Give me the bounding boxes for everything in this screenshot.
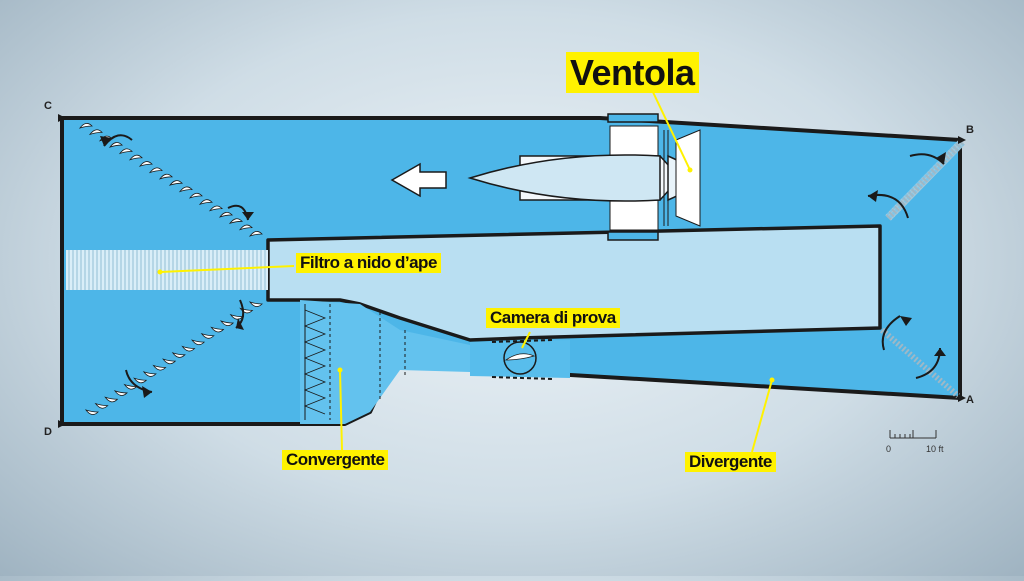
turning-vane [208, 205, 223, 212]
turning-vane [138, 161, 153, 167]
turning-vane [210, 326, 225, 333]
turning-vane [200, 332, 215, 339]
turning-vane [198, 199, 213, 206]
contraction-body [300, 300, 470, 424]
flow-arrowheads [100, 136, 946, 398]
turning-vane [162, 358, 177, 365]
turning-vane [84, 409, 99, 415]
turning-vane [104, 396, 119, 403]
flow-direction-arrow-icon [390, 162, 447, 198]
turning-vane [218, 212, 233, 218]
turning-vane [133, 377, 148, 384]
scale-start-label: 0 [886, 444, 892, 454]
corner-d-label: D [44, 426, 52, 438]
turning-vane [171, 352, 186, 358]
turning-vane [181, 345, 196, 352]
fan-nose-cone [467, 154, 661, 202]
turning-vane [94, 402, 109, 409]
corner-b-label: B [966, 124, 974, 136]
turning-vane [148, 167, 163, 174]
corner-a-label: A [966, 394, 974, 406]
screen-teeth [303, 309, 327, 415]
turning-vane [188, 192, 203, 199]
test-section-window [503, 341, 537, 375]
turning-vane [158, 173, 173, 180]
contraction-label: Convergente [282, 450, 389, 470]
honeycomb-label: Filtro a nido d’ape [296, 253, 441, 273]
scale-bar [889, 430, 937, 439]
scale-end-label: 10 ft [926, 444, 944, 454]
test-section-dashes [491, 339, 553, 380]
turning-vane [248, 231, 263, 237]
leader-dots [157, 167, 775, 383]
turning-vane [238, 224, 253, 231]
corner-markers [58, 114, 966, 428]
turning-vane [248, 301, 263, 307]
corner-c-label: C [44, 100, 52, 112]
fan-frame-top [607, 113, 659, 123]
turning-vane [78, 123, 93, 129]
turning-vane [152, 364, 167, 371]
honeycomb-filter [66, 250, 268, 290]
leader-lines [159, 89, 773, 453]
corner-b-vanes-line [885, 139, 965, 221]
corner-a-vanes-line [880, 327, 960, 399]
turning-vane [191, 339, 206, 346]
contraction-screens [304, 304, 406, 420]
airfoil-model-icon [504, 353, 536, 361]
turning-vane [168, 180, 183, 186]
fan-label: Ventola [566, 52, 699, 94]
turning-vane [219, 320, 235, 326]
test-section-label: Camera di prova [486, 308, 620, 328]
turning-vane [108, 142, 123, 148]
turning-vane [113, 390, 128, 396]
diffuser-label: Divergente [685, 452, 776, 472]
turning-vane [88, 129, 103, 136]
turning-vane [178, 186, 193, 193]
turning-vane [118, 148, 133, 155]
fan-frame-bottom [607, 231, 659, 241]
turning-vane [142, 371, 157, 377]
turning-vane [228, 218, 243, 225]
turning-vane [128, 154, 143, 161]
